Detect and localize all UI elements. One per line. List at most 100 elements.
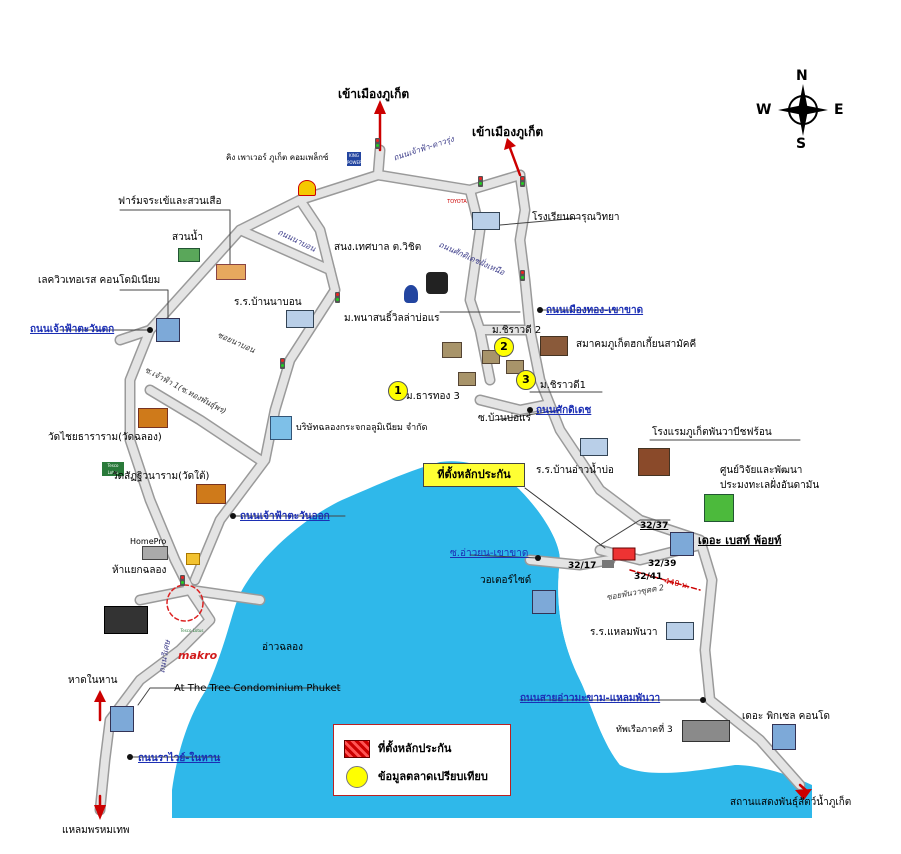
label-chalong-circle: ห้าแยกฉลอง [112,565,167,576]
sea-chalong-bay [172,461,812,818]
label-hotel: โรงแรมภูเก็ตพันวาบีชฟร้อน [652,427,772,438]
shop-building-icon [104,606,148,634]
label-research: ศูนย์วิจัยและพัฒนา [720,465,803,476]
farm-building-icon [216,264,246,280]
label-ao-chalong: อ่าวฉลอง [262,642,304,653]
land-panwa [520,472,716,765]
label-homepro: HomePro [130,537,167,546]
condo-building-icon [110,706,134,732]
water-park-icon [178,248,200,262]
label-suan-nam: สวนน้ำ [172,232,204,243]
condo-building-icon [772,724,796,750]
glass-company-icon [270,416,292,440]
house-icon [458,372,476,386]
label-the-best-point: เดอะ เบสท์ พ้อยท์ [698,534,782,547]
school-building-icon [580,438,608,456]
road-chao-fa-east: ถนนเจ้าฟ้าตะวันออก [240,511,330,522]
research-center-icon [704,494,734,522]
comparable-marker-1[interactable]: 1 [388,381,408,401]
school-building-icon [286,310,314,328]
label-municipal: สนง.เทศบาล ต.วิชิต [334,242,422,253]
compass-s: S [796,136,807,152]
tesco-logo-icon: Tesco Lotus [102,462,124,476]
makro-logo: makro [178,649,218,662]
road-mueang-thong: ถนนเมืองทอง-เขาขาด [546,305,644,316]
tesco-small-logo-icon: Tesco Lotus [180,628,204,633]
label-naval: ทัพเรือภาคที่ 3 [616,725,673,735]
plot-number: 32/37 [640,521,669,531]
label-rr-ban-ao-yon: ร.ร.บ้านอ่าวน้ำบ่อ [536,465,614,476]
plot-number: 32/39 [648,559,677,569]
label-lake-view: เลควิวเทอเรส คอนโดมิเนียม [38,275,161,286]
road-rawai-naiharn: ถนนราไวย์-ในหาน [138,753,221,764]
road-soi-ao-yon: ซ.อ่าวยน-เขาขาด [450,548,529,559]
label-company-granite: บริษัทฉลองกระจกอลูมิเนียม จำกัด [296,423,428,433]
label-to-phuket-east: เข้าเมืองภูเก็ต [472,125,544,139]
traffic-light-icon [520,176,525,187]
hotel-building-icon [638,448,670,476]
map-legend: ที่ตั้งหลักประกัน ข้อมูลตลาดเปรียบเทียบ [333,724,511,796]
road-chao-fa-west: ถนนเจ้าฟ้าตะวันตก [30,324,115,335]
comparable-marker-2[interactable]: 2 [494,337,514,357]
traffic-light-icon [375,138,380,149]
label-samakhom: สมาคมภูเก็ตฮกเกี้ยนสามัคคี [576,339,697,350]
label-water-tower: วอเตอร์ไซด์ [480,575,532,586]
label-nai-harn: หาดในหาน [68,675,118,686]
condo-building-icon [670,532,694,556]
house-icon [506,360,524,374]
plot-number: 32/17 [568,561,597,571]
label-farm: ฟาร์มจระเข้และสวนเสือ [118,196,222,207]
road-sakdidet: ถนนศักดิเดช [536,405,592,416]
toyota-logo-icon: TOYOTA [447,199,467,205]
road-sai-ao-makham: ถนนสายอ่าวมะขาม-แหลมพันวา [520,693,661,704]
label-wat-kittisangkharam: วัดสัฏฐิวนาราม(วัดใต้) [112,471,210,482]
hatch-swatch-icon [344,740,370,758]
shop-icon [186,553,200,565]
legend-row-collateral: ที่ตั้งหลักประกัน [344,739,451,758]
label-promthep: แหลมพรหมเทพ [62,825,130,836]
temple-icon [138,408,168,428]
plot-number: 32/41 [634,572,663,582]
label-pixel-condo: เดอะ พิกเซล คอนโด [742,711,831,722]
shell-logo-icon [298,180,316,196]
label-school-darun: โรงเรียนดารุณวิทยา [532,212,620,223]
municipal-emblem-icon [404,285,418,303]
condo-building-icon [532,590,556,614]
garuda-icon [426,272,448,294]
school-building-icon [472,212,500,230]
house-icon [602,560,614,568]
house-icon [442,342,462,358]
label-king-power: คิง เพาเวอร์ ภูเก็ต คอมเพล็กซ์ [226,153,329,162]
collateral-plot[interactable] [612,547,636,561]
compass-rose: N S W E [756,68,848,152]
label-to-phuket-north: เข้าเมืองภูเก็ต [338,87,410,101]
road-soi-ban-bo-rae: ซ.บ้านบ่อแร่ [478,413,531,424]
traffic-light-icon [280,358,285,369]
label-thanthong3: ม.ธารทอง 3 [406,391,460,402]
traffic-light-icon [478,176,483,187]
condo-building-icon [156,318,180,342]
legend-row-comparables: ข้อมูลตลาดเปรียบเทียบ [344,766,488,788]
collateral-callout: ที่ตั้งหลักประกัน [423,463,525,487]
compass-w: W [756,102,772,118]
association-building-icon [540,336,568,356]
navy-ship-icon [682,720,730,742]
label-chirawadee1: ม.ชิราวดี1 [540,380,587,391]
temple-icon [196,484,226,504]
traffic-light-icon [520,270,525,281]
label-wat-chaithararam: วัดไชยธาราราม(วัดฉลอง) [48,432,162,443]
yellow-circle-icon [346,766,368,788]
label-research-2: ประมงทะเลฝั่งอันดามัน [720,480,820,491]
label-rr-ban-nabon: ร.ร.บ้านนาบอน [234,297,302,308]
label-phanason: ม.พนาสนธิ์วิลล่าบ่อแร [344,313,440,324]
label-chirawadee2: ม.ชิราวดี 2 [492,325,542,336]
comparable-marker-3[interactable]: 3 [516,370,536,390]
traffic-light-icon [180,575,185,586]
label-tree-condo: At The Tree Condominium Phuket [174,683,341,694]
chalong-circle-ring [166,584,204,622]
king-power-logo-icon: KING POWER [347,152,362,166]
label-aquarium: สถานแสดงพันธุ์สัตว์น้ำภูเก็ต [730,797,852,808]
compass-e: E [834,102,844,118]
compass-icon [778,84,828,136]
